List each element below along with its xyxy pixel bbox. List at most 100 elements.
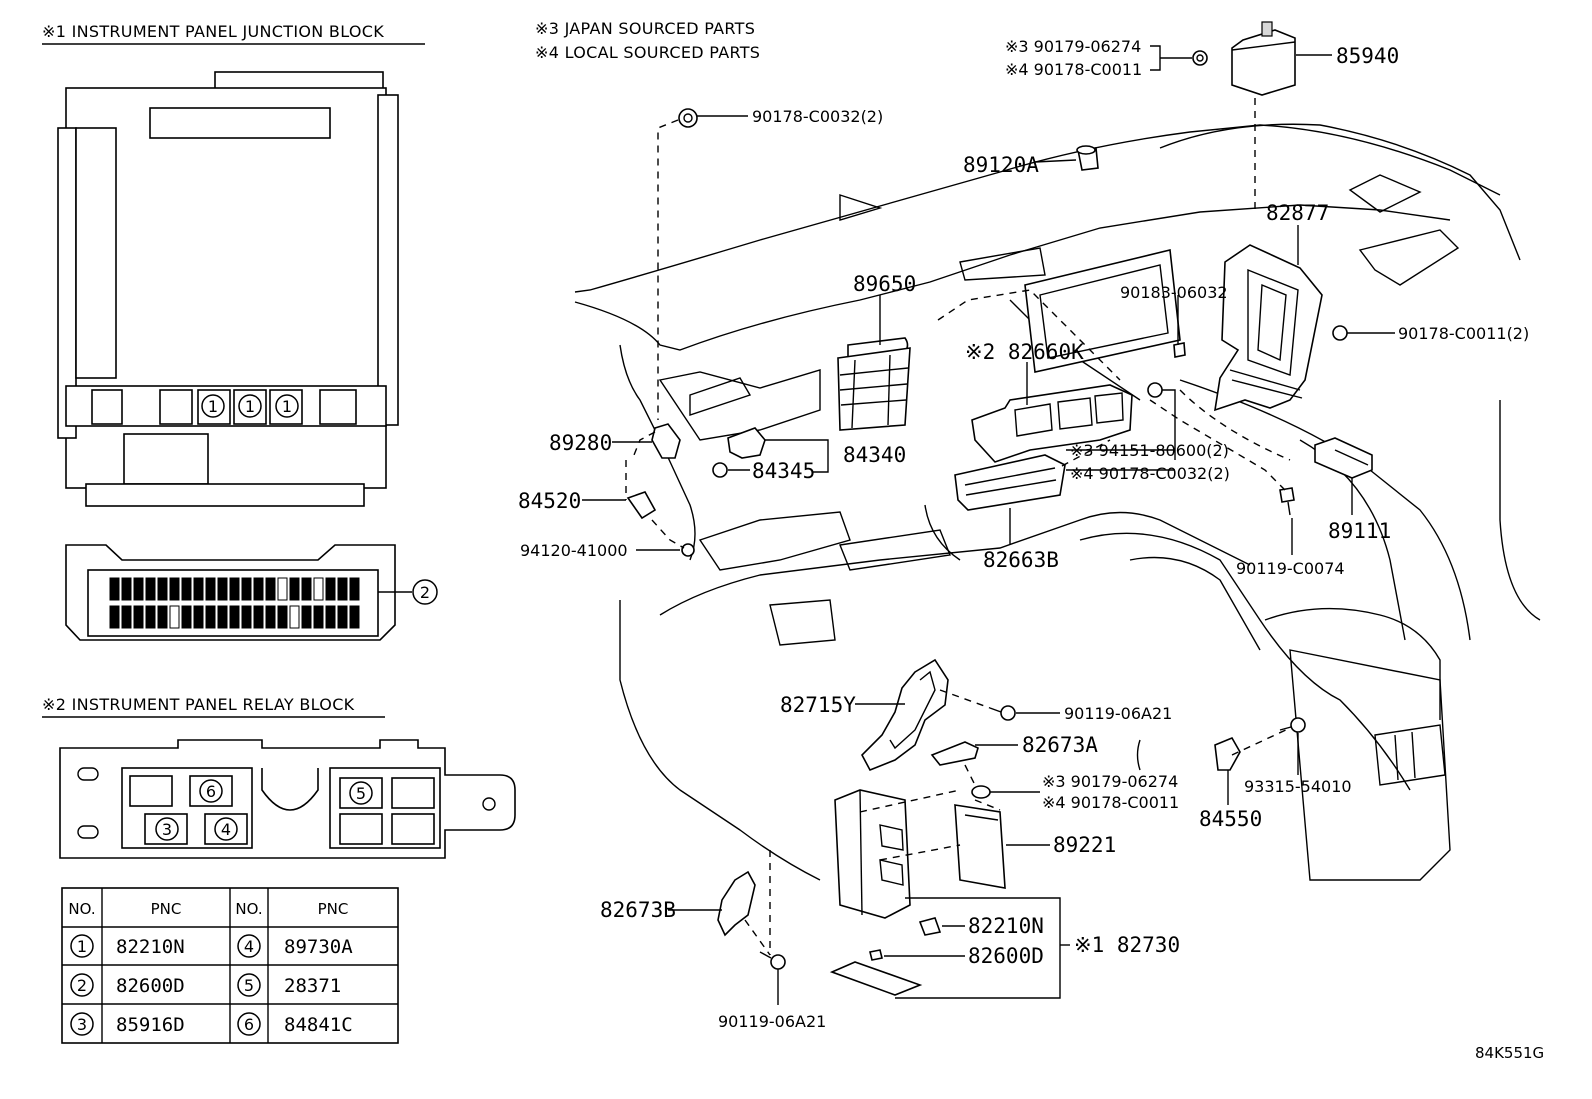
part-89111-receiver [1279, 437, 1373, 516]
table-row: 2 82600D 5 28371 [70, 973, 341, 997]
part-84340-switch [712, 427, 766, 478]
table-header-pnc-b: PNC [318, 900, 349, 918]
table-row: 1 82210N 4 89730A [70, 934, 353, 958]
part-84520-switch [626, 491, 695, 557]
connector-pin [241, 577, 252, 601]
label-82600d: 82600D [968, 944, 1044, 968]
part-82660k-relay-block [971, 382, 1163, 463]
table-header-no-a: NO. [68, 900, 95, 918]
clip-icon [1192, 50, 1208, 66]
connector-pin [301, 577, 312, 601]
label-89221: 89221 [1053, 833, 1116, 857]
label-94120-41000: 94120-41000 [520, 541, 628, 560]
label-82730: ※1 82730 [1074, 933, 1180, 957]
label-85940: 85940 [1336, 44, 1399, 68]
part-89650-unit [837, 337, 911, 431]
clip-icon [681, 543, 695, 557]
connector-pin [229, 605, 240, 629]
label-94151-80600-2: ※3 94151-80600(2) [1070, 441, 1229, 460]
connector-pin [265, 577, 276, 601]
connector-pin [145, 605, 156, 629]
junction-block-title: ※1 INSTRUMENT PANEL JUNCTION BLOCK [42, 22, 425, 45]
part-89280-sensor [651, 423, 681, 459]
label-82673b: 82673B [600, 898, 676, 922]
table-cell-pnc: 82600D [116, 975, 185, 997]
connector-pin [217, 605, 228, 629]
part-84550-switch [1214, 717, 1306, 771]
marker-1-a [201, 394, 225, 418]
label-90179-06274-top: ※3 90179-06274 [1005, 37, 1141, 56]
label-90183-06032: 90183-06032 [1120, 283, 1228, 302]
marker-6-text: 6 [206, 782, 216, 801]
part-82673a-bracket [930, 741, 979, 766]
label-89111: 89111 [1328, 519, 1391, 543]
connector-pin [277, 605, 288, 629]
part-89120a-sensor [1076, 145, 1099, 171]
table-cell-no: 3 [77, 1015, 87, 1034]
table-header-pnc-a: PNC [151, 900, 182, 918]
table-header-no-b: NO. [235, 900, 262, 918]
note-1-text: ※1 INSTRUMENT PANEL JUNCTION BLOCK [42, 22, 384, 41]
connector-pin [193, 605, 204, 629]
marker-1-c [275, 394, 299, 418]
marker-2-text: 2 [420, 583, 430, 602]
marker-1-a-text: 1 [208, 397, 218, 416]
clip-icon [1147, 382, 1163, 398]
label-90178-c0032-2: 90178-C0032(2) [752, 107, 883, 126]
marker-1-b [238, 394, 262, 418]
marker-6 [199, 779, 223, 803]
connector-pin [157, 577, 168, 601]
part-89221-ecu [954, 804, 1006, 889]
connector-pin [337, 577, 348, 601]
table-cell-no: 1 [77, 937, 87, 956]
label-89120a: 89120A [963, 153, 1039, 177]
part-90179-clip [971, 785, 991, 799]
table-cell-pnc: 85916D [116, 1014, 185, 1036]
connector-pin [169, 577, 180, 601]
connector-pin [109, 577, 120, 601]
table-cell-no: 5 [244, 976, 254, 995]
marker-5-text: 5 [356, 784, 366, 803]
note-3-text: ※3 JAPAN SOURCED PARTS [535, 19, 755, 38]
label-82673a: 82673A [1022, 733, 1098, 757]
junction-block-drawing: 1 1 1 [57, 71, 399, 507]
part-82730-main-junction [829, 789, 942, 996]
part-82663b-junction [954, 454, 1066, 511]
label-90178-c0011-mid: ※4 90178-C0011 [1042, 793, 1179, 812]
marker-1-c-text: 1 [282, 397, 292, 416]
connector-pin [253, 605, 264, 629]
clip-icon [712, 462, 728, 478]
note-2-text: ※2 INSTRUMENT PANEL RELAY BLOCK [42, 695, 355, 714]
connector-pin [301, 605, 312, 629]
label-90119-c0074: 90119-C0074 [1236, 559, 1345, 578]
label-89280: 89280 [549, 431, 612, 455]
connector-pin [181, 577, 192, 601]
bolt-icon [1000, 705, 1016, 721]
part-display-panel [1024, 249, 1186, 373]
connector-pin [121, 605, 132, 629]
connector-pin [157, 605, 168, 629]
connector-pin [133, 605, 144, 629]
connector-pin [193, 577, 204, 601]
pnc-table: NO. PNC NO. PNC 1 82210N 4 89730A 2 8260… [61, 887, 399, 1044]
label-82210n: 82210N [968, 914, 1044, 938]
drawing-code: 84K551G [1475, 1044, 1544, 1062]
marker-5 [349, 781, 373, 805]
connector-pin [289, 605, 300, 629]
connector-pin [253, 577, 264, 601]
connector-pin [265, 605, 276, 629]
instrument-panel-outline [574, 123, 1541, 881]
assembly-dashed-lines [625, 98, 1291, 956]
label-90179-06274-mid: ※3 90179-06274 [1042, 772, 1178, 791]
connector-pin [181, 605, 192, 629]
connector-pin [277, 577, 288, 601]
junction-block-connector-drawing: 2 [65, 544, 438, 641]
table-cell-no: 2 [77, 976, 87, 995]
part-82877-bracket [1214, 244, 1348, 412]
connector-pin [325, 605, 336, 629]
clip-icon [1332, 325, 1348, 341]
label-84550: 84550 [1199, 807, 1262, 831]
label-90119-06a21-bot: 90119-06A21 [718, 1012, 826, 1031]
label-82877: 82877 [1266, 201, 1329, 225]
